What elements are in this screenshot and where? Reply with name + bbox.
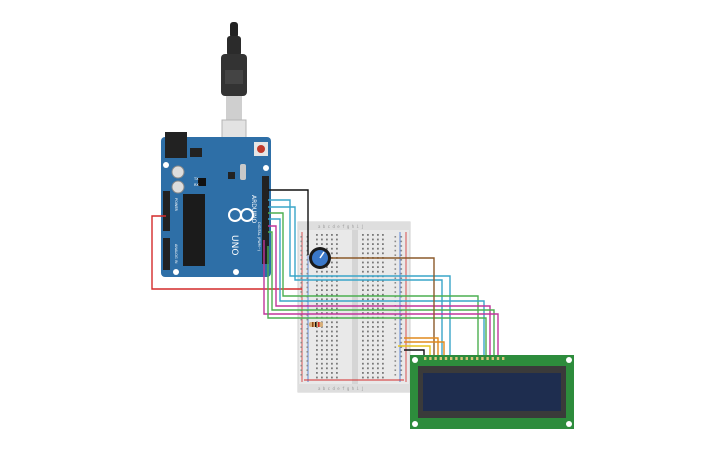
wire-teal-1[interactable] — [268, 199, 451, 358]
wire-magenta-2[interactable] — [263, 240, 499, 358]
power-jack — [165, 132, 187, 158]
analog-header — [163, 238, 170, 270]
wire-orange-1[interactable] — [404, 337, 439, 358]
resistor[interactable] — [309, 322, 323, 327]
wire-orange-2[interactable] — [404, 341, 445, 358]
lcd-pins — [424, 357, 505, 360]
potentiometer[interactable] — [309, 247, 331, 269]
breadboard-row-letters-bottom: a b c d e f g h i j — [318, 386, 364, 391]
lcd-screen — [423, 373, 561, 411]
wire-green-1[interactable] — [268, 212, 479, 358]
arduino-brand-text: ARDUINO — [250, 195, 257, 224]
power-header — [163, 191, 170, 231]
breadboard[interactable]: a b c d e f g h i j a b c d e f g h i j — [297, 221, 411, 393]
wire-red-5v[interactable] — [151, 215, 302, 290]
wires — [151, 189, 499, 358]
wire-green-3[interactable] — [267, 246, 487, 358]
digital-header — [262, 176, 269, 264]
wire-teal-3[interactable] — [268, 218, 485, 358]
analog-header-label: ANALOG IN — [174, 244, 178, 264]
digital-header-label: DIGITAL (PWM~) — [257, 222, 261, 252]
tx-label: TX — [193, 177, 199, 181]
arduino-uno-board[interactable]: ARDUINO UNO DIGITAL (PWM~) POWER ANALOG … — [161, 132, 271, 277]
wire-brown-pot[interactable] — [330, 257, 435, 358]
lcd-display[interactable] — [410, 355, 574, 429]
arduino-model-text: UNO — [229, 235, 239, 255]
wire-yellow[interactable] — [398, 345, 431, 358]
breadboard-holes — [300, 234, 403, 379]
atmega-chip — [183, 194, 205, 266]
wire-black-gnd[interactable] — [268, 189, 309, 255]
wire-magenta-1[interactable] — [268, 225, 491, 358]
usb-cable[interactable] — [221, 22, 247, 157]
arduino-logo — [228, 208, 254, 222]
breadboard-row-letters-top: a b c d e f g h i j — [318, 224, 364, 229]
rx-label: RX — [194, 183, 199, 187]
wire-green-2[interactable] — [268, 231, 495, 358]
power-header-label: POWER — [174, 198, 178, 212]
